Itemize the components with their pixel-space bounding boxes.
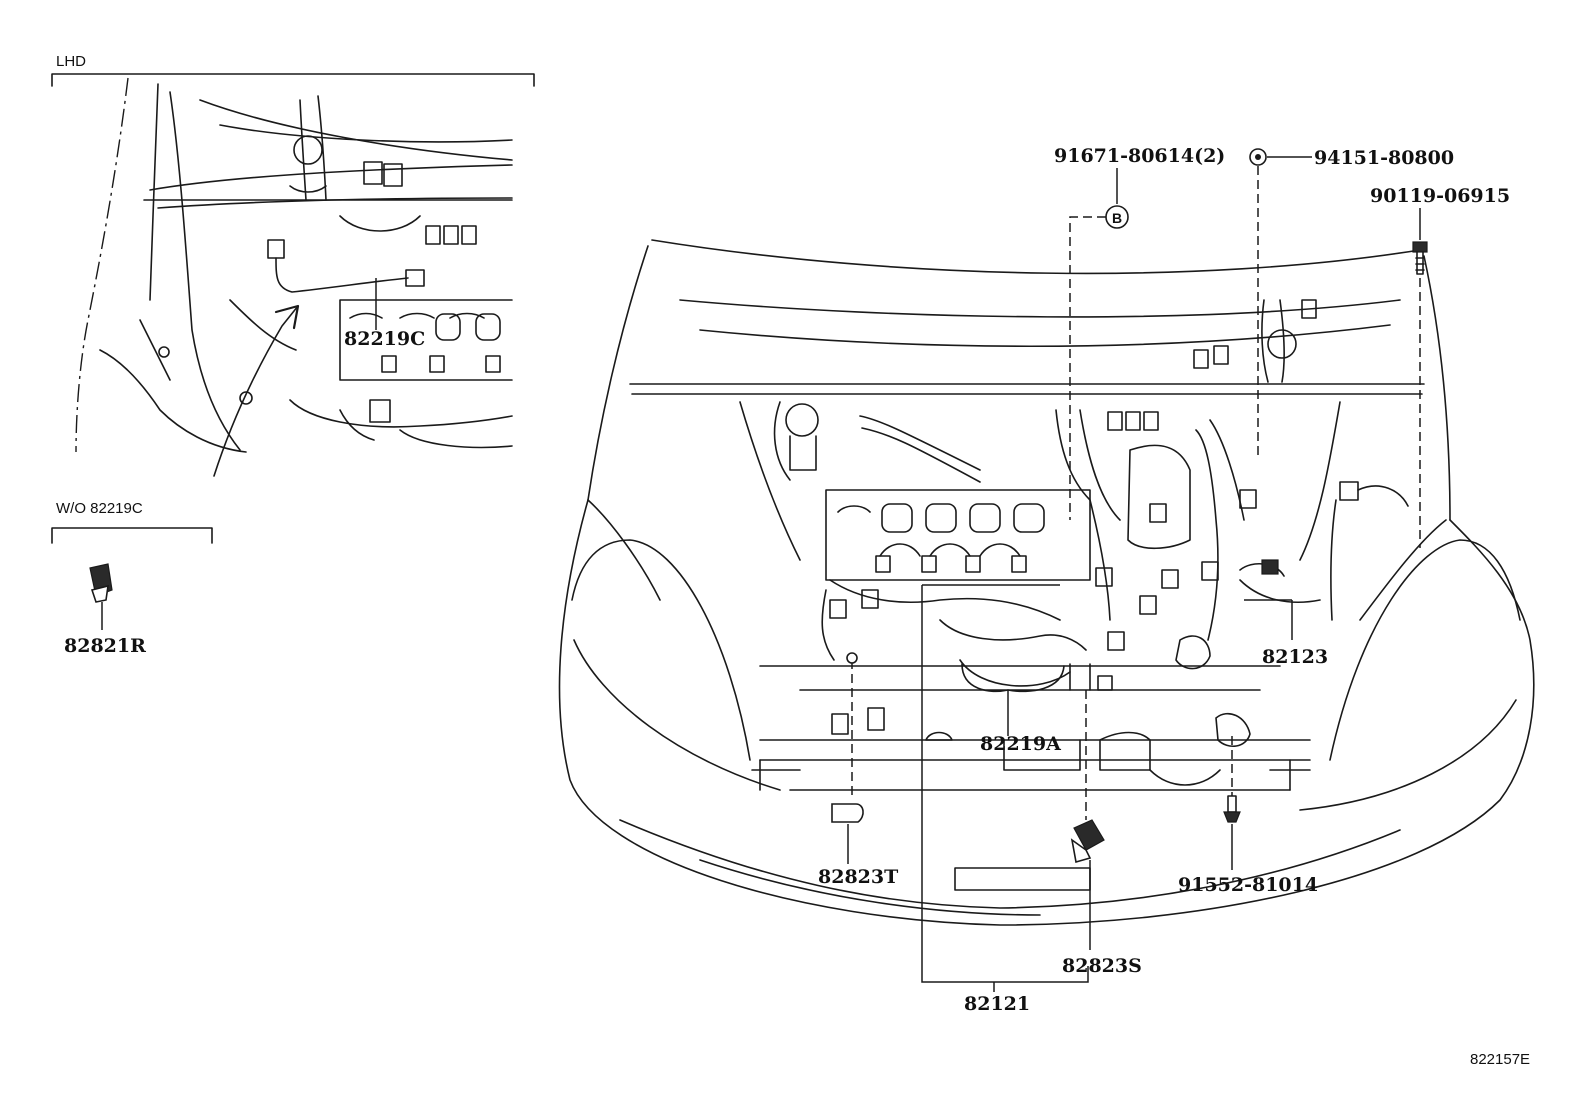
lhd-inset: LHD	[51, 53, 535, 477]
part-82823t-mount	[846, 652, 858, 664]
leader-82121-bracket	[921, 585, 1089, 983]
main-engine-bay	[558, 239, 1535, 926]
lhd-inset-title: LHD	[56, 53, 86, 70]
callout-91552-81014: 91552-81014	[1178, 874, 1318, 896]
callout-82121: 82121	[964, 993, 1030, 1015]
wo-inset: W/O 82219C 82821R	[51, 500, 213, 657]
part-94151-icon	[1249, 148, 1267, 166]
figure-id: 822157E	[1470, 1051, 1530, 1068]
part-90119-bolt-icon	[1412, 241, 1428, 275]
part-82821r-icon	[89, 563, 113, 603]
part-82823s-icon	[1070, 819, 1105, 864]
callout-82823s: 82823S	[1062, 955, 1142, 977]
wo-inset-title: W/O 82219C	[56, 500, 143, 517]
lhd-inset-bracket	[51, 73, 535, 87]
circle-b-marker: B	[1105, 205, 1129, 229]
callout-90119-06915: 90119-06915	[1370, 185, 1510, 207]
wo-inset-bracket	[51, 527, 213, 544]
callout-82219c: 82219C	[344, 328, 425, 350]
callout-82123: 82123	[1262, 646, 1328, 668]
part-82219a-harness	[961, 663, 1065, 693]
callout-82821r: 82821R	[64, 635, 146, 657]
dashed-91671-path	[1069, 216, 1106, 520]
callout-91671-80614: 91671-80614(2)	[1054, 145, 1225, 167]
circle-b-label: B	[1112, 210, 1122, 226]
lhd-engine-sketch	[75, 77, 513, 477]
part-82823t-icon	[831, 803, 864, 823]
part-91552-bolt-icon	[1223, 795, 1241, 823]
callout-82823t: 82823T	[818, 866, 898, 888]
callout-82219a: 82219A	[980, 733, 1061, 755]
leader-82123	[1244, 599, 1293, 640]
callout-94151-80800: 94151-80800	[1314, 147, 1454, 169]
